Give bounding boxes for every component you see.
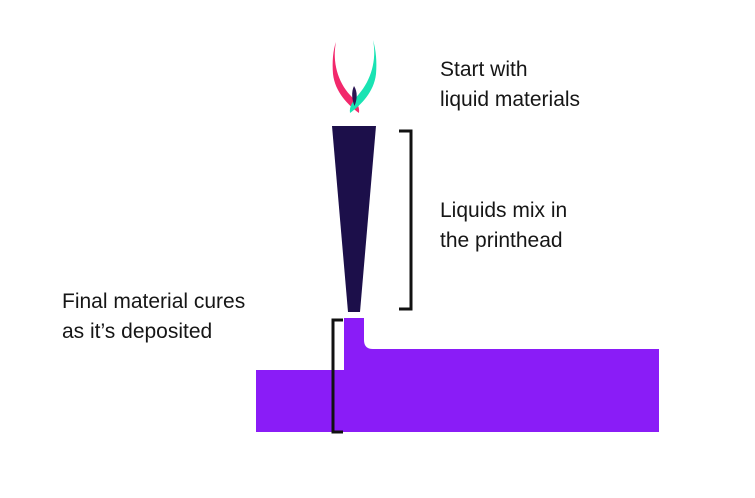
step-mix-caption: Liquids mix in the printhead xyxy=(440,196,567,256)
liquid-drop-overlap xyxy=(352,86,357,106)
material-upper-ledge xyxy=(364,349,659,371)
printhead-bracket xyxy=(399,129,413,311)
printhead-nozzle xyxy=(332,126,376,312)
material-feed-curve xyxy=(344,318,373,370)
liquid-drops-icon xyxy=(332,40,377,113)
step-cure-caption: Final material cures as it’s deposited xyxy=(62,287,245,347)
step-mix-line-2: the printhead xyxy=(440,229,563,252)
deposited-material xyxy=(256,318,659,432)
step-cure-line-1: Final material cures xyxy=(62,290,246,313)
step-start-line-1: Start with xyxy=(440,58,528,81)
step-start-line-2: liquid materials xyxy=(440,88,581,111)
step-cure-line-2: as it’s deposited xyxy=(62,320,213,343)
liquid-drop-green xyxy=(349,40,377,113)
deposit-bracket xyxy=(331,318,343,434)
step-start-caption: Start with liquid materials xyxy=(440,55,580,115)
material-slab xyxy=(256,370,659,432)
step-mix-line-1: Liquids mix in xyxy=(440,199,568,222)
